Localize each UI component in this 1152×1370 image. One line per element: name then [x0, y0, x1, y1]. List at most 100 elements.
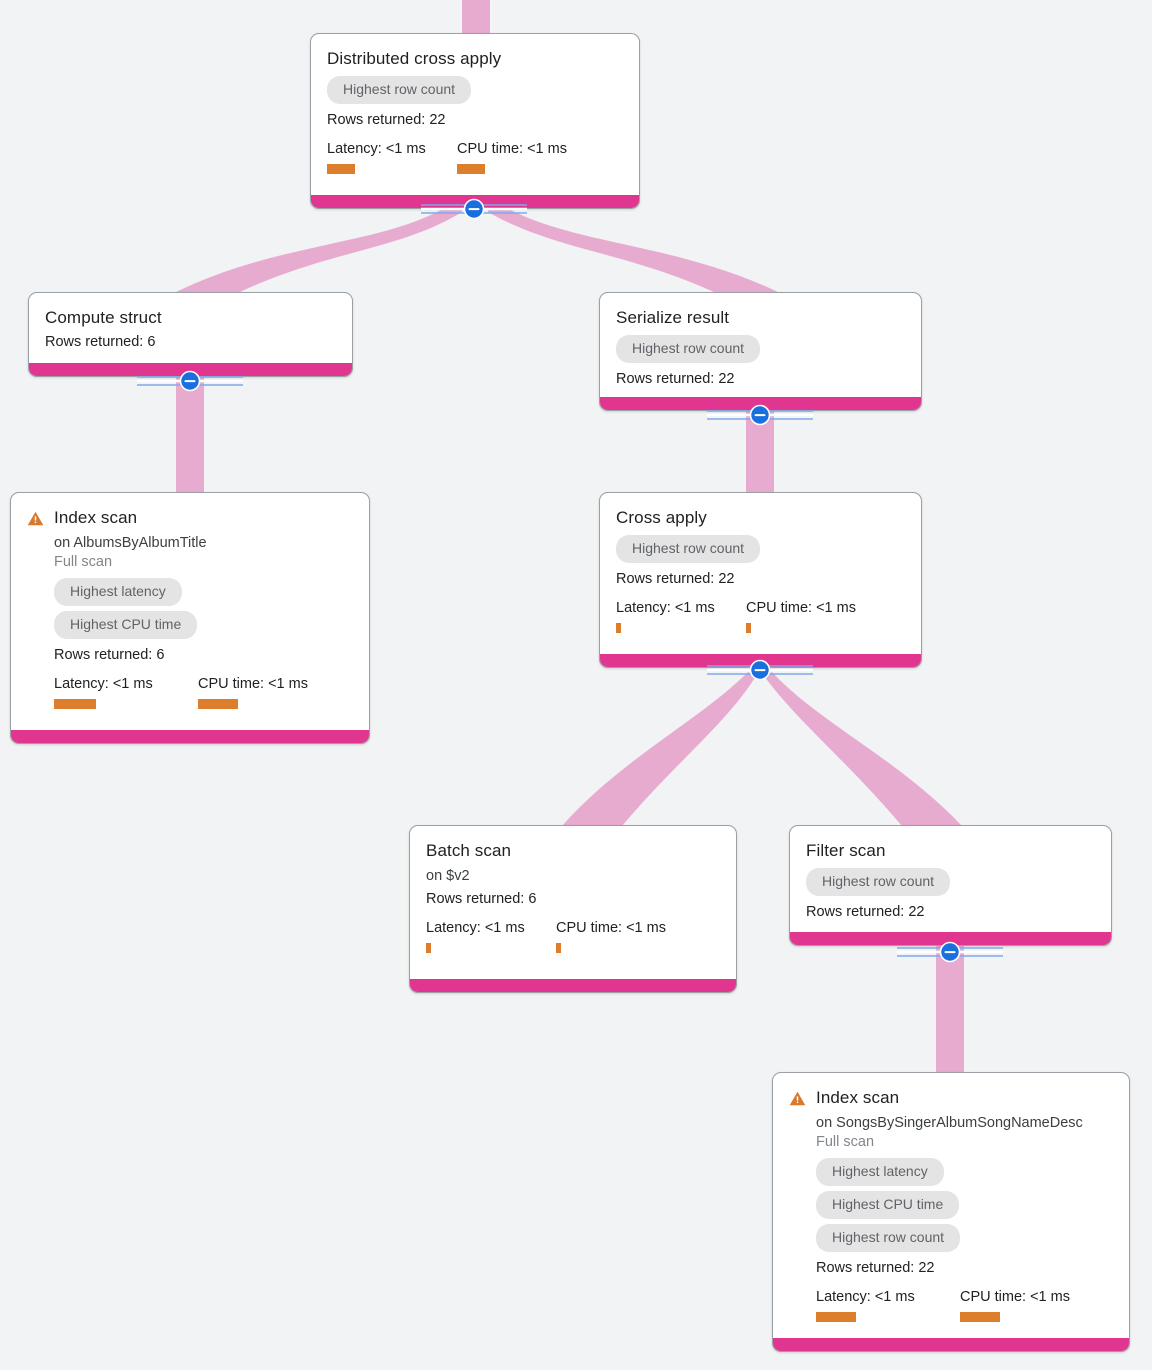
badge-highest-row-count: Highest row count [806, 868, 951, 896]
latency-bar [816, 1312, 856, 1322]
node-title: Cross apply [616, 508, 707, 527]
cpu-time-metric: CPU time: <1 ms [746, 599, 856, 633]
latency-bar [327, 164, 355, 174]
latency-label: Latency: <1 ms [616, 600, 715, 616]
node-title: Compute struct [45, 308, 162, 327]
node-body: Index scan on SongsBySingerAlbumSongNameD… [773, 1073, 1129, 1336]
edge-cross-apply-filter-scan [764, 672, 962, 826]
node-details: Rows returned: 6 [45, 332, 336, 352]
edge-filter-scan-index-scan [936, 945, 964, 1077]
node-metrics: Latency: <1 ms CPU time: <1 ms [426, 919, 720, 953]
rows-returned: Rows returned: 6 [54, 647, 165, 663]
rows-returned: Rows returned: 22 [806, 904, 925, 920]
node-footer-bar [410, 979, 736, 992]
collapse-compute-struct[interactable] [137, 370, 243, 392]
rows-returned: Rows returned: 22 [816, 1260, 935, 1276]
cpu-time-label: CPU time: <1 ms [746, 600, 856, 616]
cpu-time-bar [457, 164, 485, 174]
node-chip-list: Highest row count [616, 333, 905, 366]
latency-bar [54, 699, 96, 709]
node-header: Filter scan [806, 840, 1095, 862]
cpu-time-label: CPU time: <1 ms [960, 1289, 1070, 1305]
node-header: Index scan [27, 507, 353, 529]
cpu-time-bar [556, 943, 561, 953]
badge-highest-row-count: Highest row count [816, 1224, 961, 1252]
rows-returned: Rows returned: 22 [327, 112, 446, 128]
node-subtitle: on SongsBySingerAlbumSongNameDesc [816, 1115, 1083, 1131]
node-footer-bar [11, 730, 369, 743]
node-scan-type: Full scan [816, 1134, 875, 1150]
cpu-time-metric: CPU time: <1 ms [556, 919, 666, 953]
node-chip-list: Highest row count [806, 866, 1095, 899]
badge-highest-row-count: Highest row count [616, 335, 761, 363]
collapse-distributed-cross-apply[interactable] [421, 198, 527, 220]
edge-compute-struct-index-scan [176, 374, 204, 496]
latency-metric: Latency: <1 ms [54, 675, 198, 709]
plan-node-index-scan-songs[interactable]: Index scan on SongsBySingerAlbumSongNameD… [772, 1072, 1130, 1352]
edge-dca-serialize-result [488, 196, 778, 292]
latency-label: Latency: <1 ms [54, 676, 153, 692]
node-title: Serialize result [616, 308, 730, 327]
cpu-time-metric: CPU time: <1 ms [960, 1288, 1070, 1322]
node-header: Distributed cross apply [327, 48, 623, 70]
latency-bar [616, 623, 621, 633]
node-footer-bar [29, 363, 352, 376]
node-footer-bar [773, 1338, 1129, 1351]
cpu-time-metric: CPU time: <1 ms [198, 675, 308, 709]
cpu-time-label: CPU time: <1 ms [198, 676, 308, 692]
collapse-serialize-result[interactable] [707, 404, 813, 426]
collapse-filter-scan[interactable] [897, 941, 1003, 963]
node-chip-list: Highest row count [327, 74, 623, 107]
node-metrics: Latency: <1 ms CPU time: <1 ms [616, 599, 905, 633]
node-title: Index scan [54, 508, 138, 527]
cpu-time-bar [198, 699, 238, 709]
edge-cross-apply-batch-scan [562, 672, 756, 826]
cpu-time-bar [960, 1312, 1000, 1322]
node-header: Index scan [789, 1087, 1113, 1109]
node-header: Batch scan [426, 840, 720, 862]
collapse-cross-apply[interactable] [707, 659, 813, 681]
latency-metric: Latency: <1 ms [816, 1288, 960, 1322]
node-header: Cross apply [616, 507, 905, 529]
latency-bar [426, 943, 431, 953]
latency-label: Latency: <1 ms [426, 920, 525, 936]
latency-label: Latency: <1 ms [816, 1289, 915, 1305]
node-chip-list: Highest row count [616, 533, 905, 566]
node-title: Distributed cross apply [327, 49, 502, 68]
badge-highest-latency: Highest latency [54, 578, 182, 606]
warning-icon [27, 511, 44, 526]
node-subtitle: on $v2 [426, 868, 470, 884]
badge-highest-cpu-time: Highest CPU time [54, 611, 198, 639]
badge-highest-row-count: Highest row count [327, 76, 472, 104]
node-footer-bar [790, 932, 1111, 945]
edge-dca-compute-struct [176, 196, 462, 292]
node-metrics: Latency: <1 ms CPU time: <1 ms [816, 1288, 1113, 1322]
cpu-time-bar [746, 623, 751, 633]
node-title: Batch scan [426, 841, 512, 860]
badge-highest-cpu-time: Highest CPU time [816, 1191, 960, 1219]
node-metrics: Latency: <1 ms CPU time: <1 ms [54, 675, 353, 709]
rows-returned: Rows returned: 22 [616, 571, 735, 587]
